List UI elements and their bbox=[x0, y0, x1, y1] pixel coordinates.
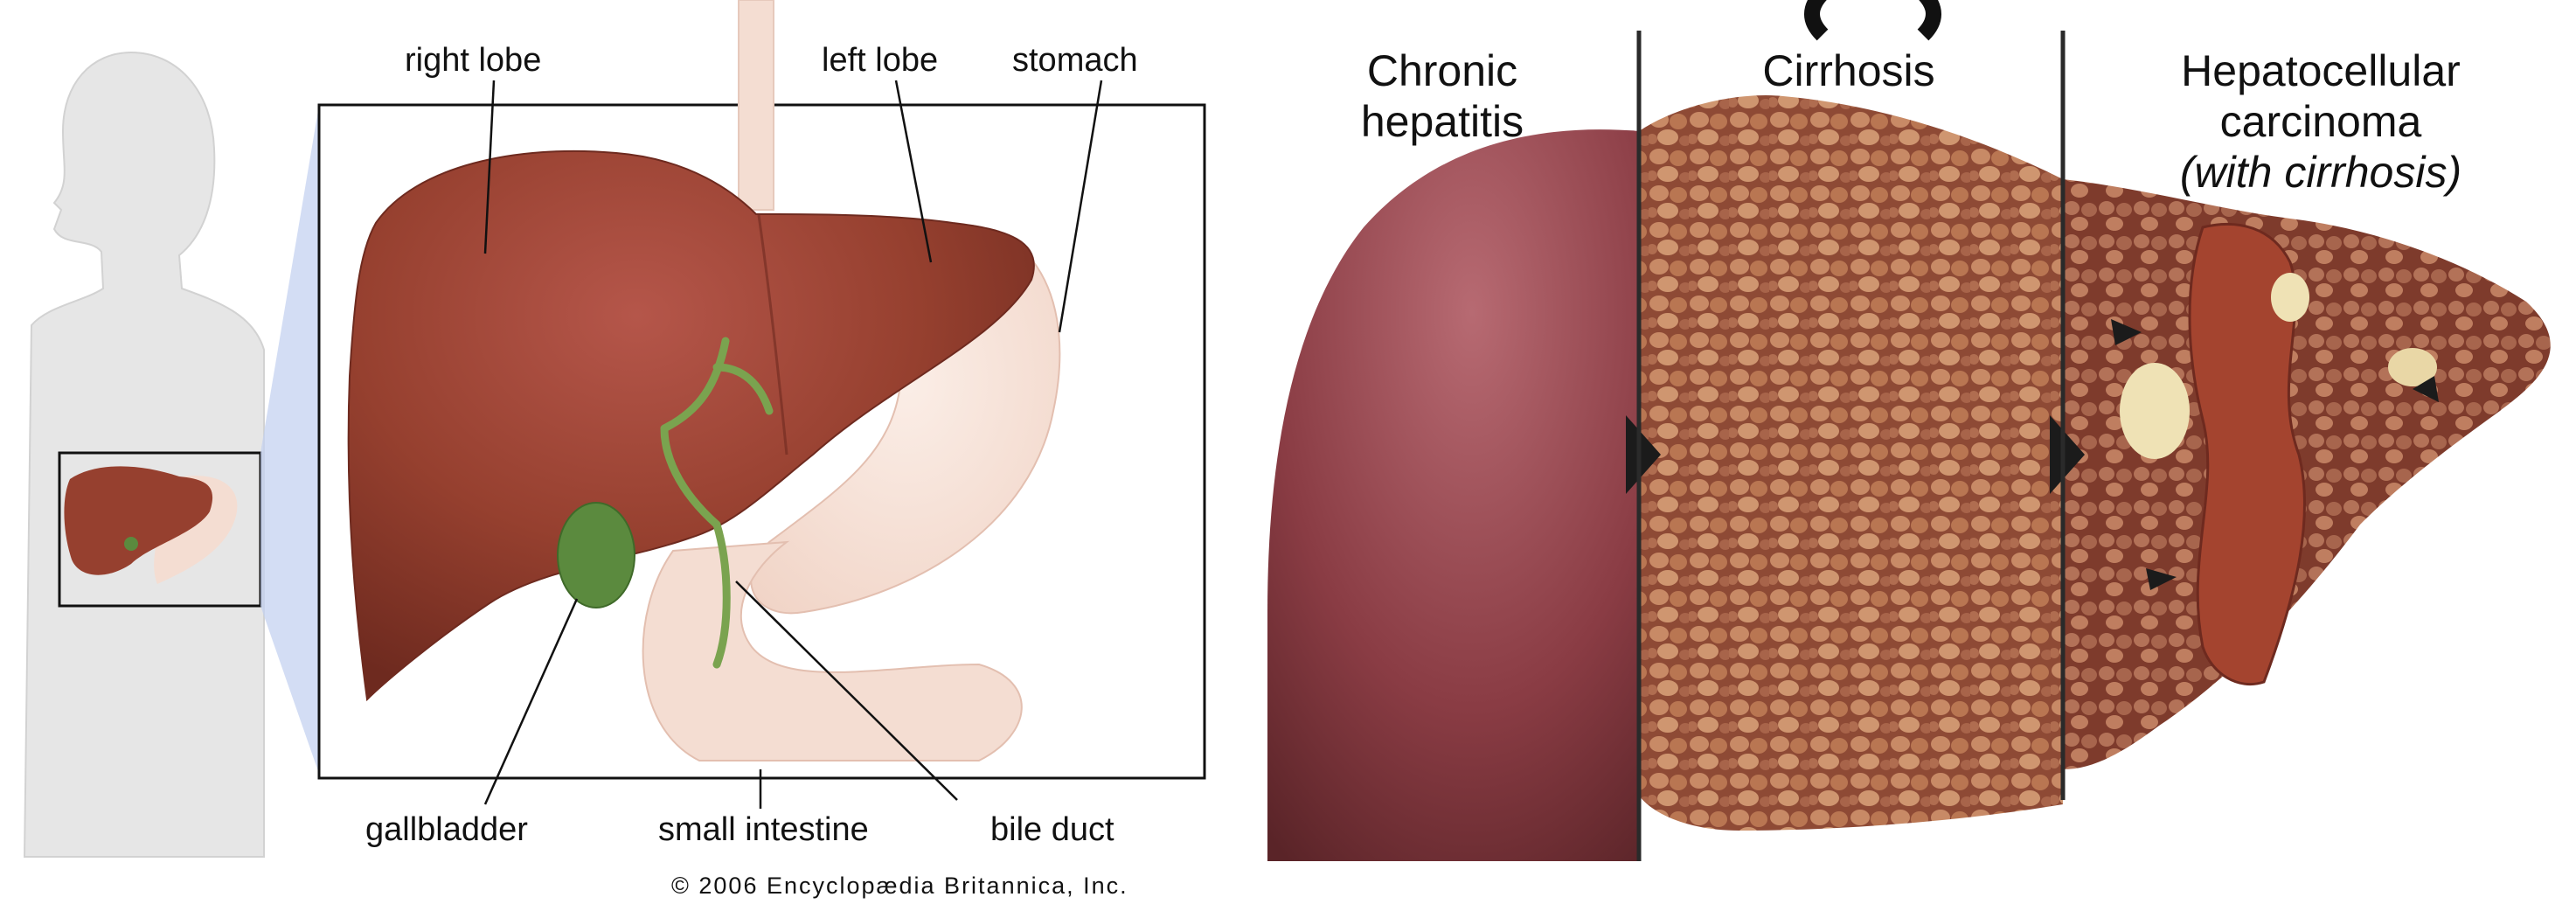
gallbladder bbox=[558, 503, 635, 608]
stage-title-line: carcinoma bbox=[2146, 96, 2496, 147]
label-left-lobe: left lobe bbox=[822, 44, 938, 77]
esophagus bbox=[739, 0, 774, 210]
cirrhosis-liver bbox=[1639, 95, 2063, 831]
carcinoma-nodule bbox=[2271, 273, 2309, 322]
label-right-lobe: right lobe bbox=[405, 44, 541, 77]
stage-title-line: hepatitis bbox=[1311, 96, 1573, 147]
stage-title-carcinoma: Hepatocellular carcinoma (with cirrhosis… bbox=[2146, 45, 2496, 198]
label-stomach: stomach bbox=[1012, 44, 1138, 77]
stage-title-cirrhosis: Cirrhosis bbox=[1726, 45, 1971, 96]
stage-title-line: Cirrhosis bbox=[1726, 45, 1971, 96]
carcinoma-nodule bbox=[2120, 363, 2190, 459]
label-bile-duct: bile duct bbox=[990, 813, 1114, 846]
label-small-intestine: small intestine bbox=[658, 813, 869, 846]
label-gallbladder: gallbladder bbox=[365, 813, 528, 846]
copyright-credit: © 2006 Encyclopædia Britannica, Inc. bbox=[671, 873, 1128, 900]
stage-title-line: Hepatocellular bbox=[2146, 45, 2496, 96]
heading-fragment bbox=[1910, 0, 1934, 35]
stage-title-note: (with cirrhosis) bbox=[2146, 147, 2496, 198]
chronic-hepatitis-liver bbox=[1267, 129, 1639, 861]
stage-title-line: Chronic bbox=[1311, 45, 1573, 96]
carcinoma-liver bbox=[2063, 179, 2551, 769]
stage-title-chronic-hepatitis: Chronic hepatitis bbox=[1311, 45, 1573, 147]
zoom-projection bbox=[260, 105, 319, 774]
heading-fragment bbox=[1812, 0, 1836, 35]
